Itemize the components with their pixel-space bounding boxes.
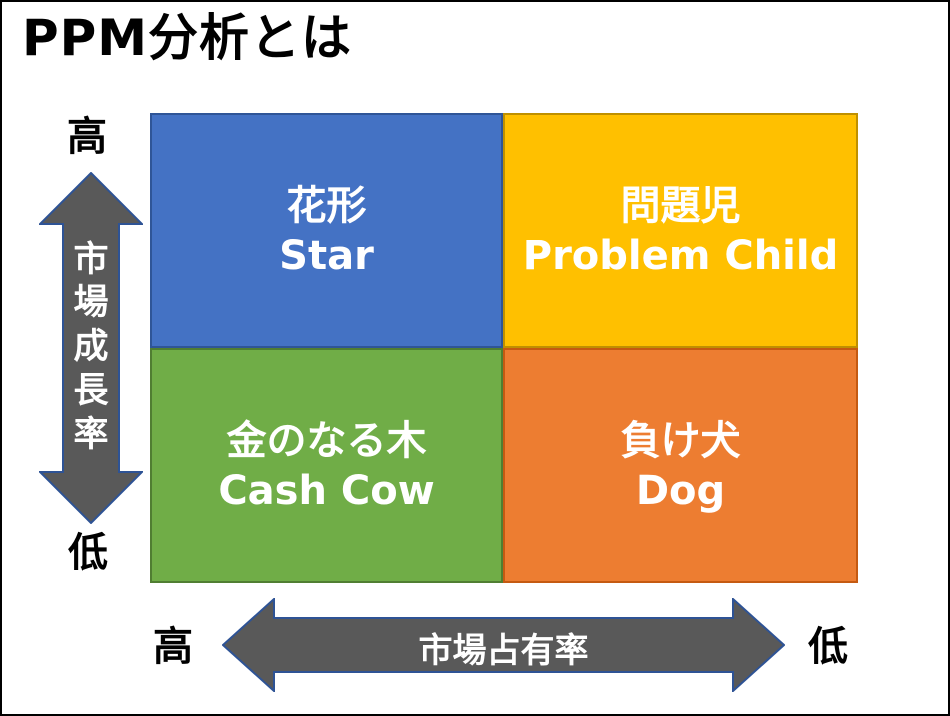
quadrant-cash-cow-label-en: Cash Cow [218,467,435,514]
quadrant-problem-child-label-en: Problem Child [522,232,839,279]
quadrant-cash-cow: 金のなる木 Cash Cow [150,348,503,583]
quadrant-cash-cow-label-jp: 金のなる木 [226,417,427,464]
quadrant-dog-label-en: Dog [635,467,726,514]
left-right-arrow-icon [222,598,785,692]
quadrant-star-label-jp: 花形 [286,182,367,229]
vertical-axis-arrow [39,172,143,524]
quadrant-dog-label-jp: 負け犬 [620,417,741,464]
quadrant-problem-child: 問題児 Problem Child [503,113,858,348]
horizontal-axis-arrow [222,598,785,692]
vertical-axis-low-label: 低 [68,530,108,576]
page-title: PPM分析とは [22,9,353,67]
quadrant-star: 花形 Star [150,113,503,348]
up-down-arrow-icon [39,172,143,524]
quadrant-star-label-en: Star [279,232,374,279]
horizontal-axis-low-label: 低 [808,624,848,670]
vertical-axis-high-label: 高 [67,114,107,160]
quadrant-problem-child-label-jp: 問題児 [620,182,741,229]
quadrant-dog: 負け犬 Dog [503,348,858,583]
ppm-matrix: 花形 Star 問題児 Problem Child 金のなる木 Cash Cow… [150,113,858,583]
horizontal-axis-high-label: 高 [153,624,193,670]
